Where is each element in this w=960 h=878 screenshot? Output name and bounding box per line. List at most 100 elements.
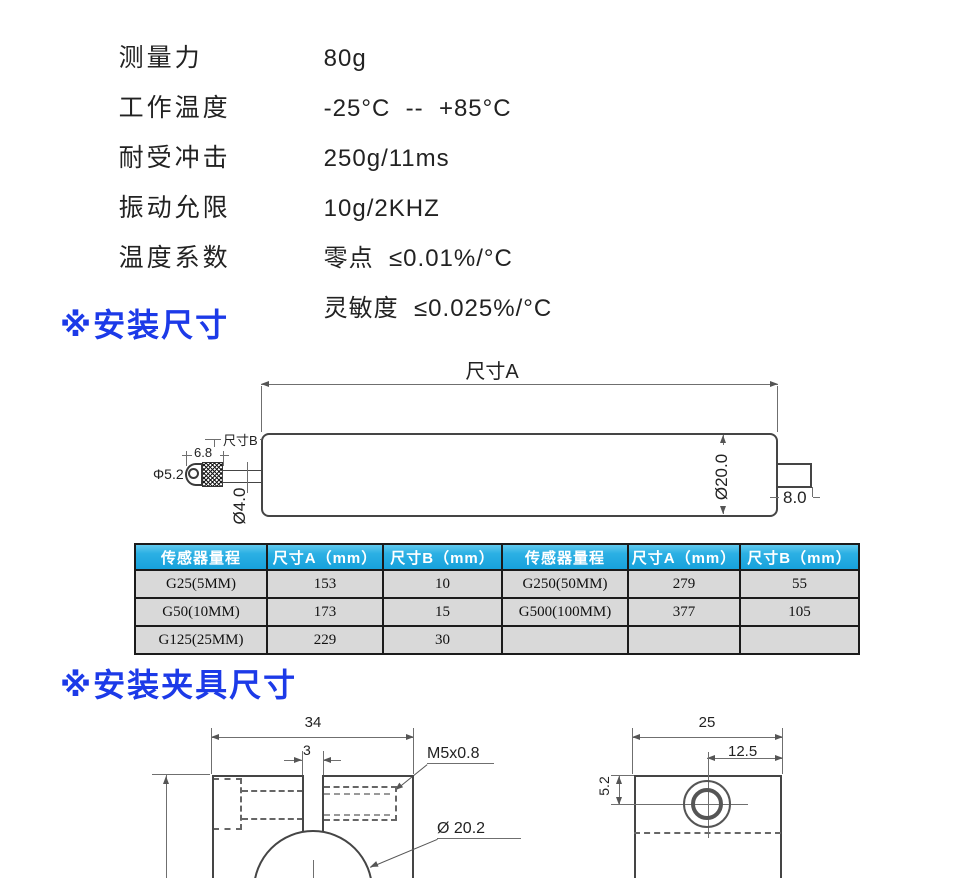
- dim-arrow-icon: [632, 734, 640, 740]
- dim-tick: [812, 487, 813, 497]
- thread-line: [324, 814, 390, 816]
- extension-line: [152, 774, 210, 775]
- spec-value: 10g/2KHZ: [323, 195, 440, 222]
- table-cell: 105: [739, 597, 860, 627]
- extension-line: [323, 751, 324, 775]
- table-header-row: 传感器量程 尺寸A（mm） 尺寸B（mm） 传感器量程 尺寸A（mm） 尺寸B（…: [134, 543, 860, 571]
- table-header-cell: 尺寸B（mm）: [739, 543, 860, 571]
- thread-line: [324, 793, 390, 795]
- tip-length-label: 6.8: [194, 445, 213, 460]
- spec-label: 工作温度: [118, 94, 231, 122]
- dim-b-label: 尺寸B: [221, 430, 260, 449]
- bore-callout-label: Ø 20.2: [437, 820, 486, 837]
- extension-line: [632, 728, 633, 774]
- block-left-edge: [212, 775, 214, 878]
- table-cell: G25(5MM): [134, 569, 268, 599]
- spec-row: 温度系数零点 ≤0.01%/°C: [92, 220, 513, 292]
- hole-offset-x-label: 12.5: [728, 743, 758, 760]
- plate-right-edge: [780, 775, 782, 878]
- dim-line: [619, 776, 620, 805]
- spec-label: 测量力: [118, 44, 203, 72]
- table-cell: G500(100MM): [501, 597, 629, 627]
- table-cell: 15: [382, 597, 503, 627]
- table-cell: 377: [627, 597, 741, 627]
- slot-edge: [302, 775, 304, 832]
- hidden-hole: [242, 790, 303, 820]
- block-right-edge: [412, 775, 414, 878]
- stub-length-label: 8.0: [783, 488, 807, 507]
- spec-label: 振动允限: [118, 194, 231, 222]
- bore-centerline: [313, 860, 314, 878]
- spec-value: 灵敏度 ≤0.025%/°C: [323, 295, 553, 322]
- dim-arrow-icon: [775, 734, 783, 740]
- dim-arrow-icon: [406, 734, 414, 740]
- table-row: G50(10MM) 173 15 G500(100MM) 377 105: [134, 597, 860, 627]
- spec-label: 耐受冲击: [118, 144, 231, 172]
- probe-tip-ball: [188, 468, 199, 479]
- table-cell: 55: [739, 569, 860, 599]
- table-cell: 229: [266, 625, 384, 655]
- clamp-width-label: 34: [304, 714, 322, 731]
- slot-edge: [322, 775, 324, 832]
- leader-arrow-icon: [368, 861, 379, 870]
- table-row: G125(25MM) 229 30: [134, 625, 860, 655]
- extension-line: [777, 386, 778, 432]
- dim-a-label: 尺寸A: [465, 361, 519, 383]
- slot-width-label: 3: [303, 742, 311, 758]
- dim-b-tick: [214, 439, 215, 447]
- dim-line: [707, 758, 783, 759]
- table-cell: [627, 625, 741, 655]
- table-cell: 10: [382, 569, 503, 599]
- table-cell: 173: [266, 597, 384, 627]
- dim-tick: [223, 451, 224, 466]
- dim-arrow-icon: [775, 755, 783, 761]
- extension-line: [261, 386, 262, 432]
- probe-rod: [222, 470, 263, 483]
- body-diameter-label: Ø20.0: [709, 445, 735, 509]
- spec-value: 80g: [323, 45, 367, 72]
- dim-dash: [220, 455, 229, 456]
- hidden-step-line: [634, 832, 781, 834]
- table-header-cell: 传感器量程: [134, 543, 268, 571]
- dim-arrow-icon: [323, 757, 331, 763]
- table-header-cell: 尺寸A（mm）: [627, 543, 741, 571]
- dim-tick: [186, 451, 187, 466]
- knurl-section: [202, 462, 223, 487]
- rod-extension-line: [247, 462, 248, 493]
- extension-line: [302, 751, 303, 775]
- dim-arrow-icon: [261, 381, 269, 387]
- tip-diameter-label: Φ5.2: [153, 466, 184, 482]
- spec-row: 测量力 80g: [92, 20, 367, 92]
- dim-a-line: [261, 384, 778, 385]
- table-row: G25(5MM) 153 10 G250(50MM) 279 55: [134, 569, 860, 599]
- dim-arrow-icon: [616, 776, 622, 784]
- spec-row: 振动允限 10g/2KHZ: [92, 170, 440, 242]
- extension-line: [413, 728, 414, 774]
- leader-line: [370, 838, 438, 868]
- rear-stub: [774, 463, 812, 488]
- block-top-edge: [212, 775, 303, 777]
- section-title-mounting: ※安装尺寸: [60, 307, 230, 343]
- table-cell: G125(25MM): [134, 625, 268, 655]
- callout-underline: [437, 838, 521, 839]
- dim-dash: [182, 455, 192, 456]
- spec-value: -25°C -- +85°C: [323, 95, 512, 122]
- dim-arrow-icon: [707, 755, 715, 761]
- table-header-cell: 尺寸B（mm）: [382, 543, 503, 571]
- dim-dash: [813, 497, 820, 498]
- dim-arrow-icon: [616, 797, 622, 805]
- spec-value: 250g/11ms: [323, 145, 450, 172]
- table-cell: [501, 625, 629, 655]
- plate-left-edge: [634, 775, 636, 878]
- block-top-edge: [322, 775, 414, 777]
- hidden-tapped-hole: [324, 786, 397, 821]
- table-header-cell: 传感器量程: [501, 543, 629, 571]
- dim-line: [323, 760, 341, 761]
- dim-line: [284, 760, 302, 761]
- sensor-body-outline: [261, 433, 778, 517]
- dim-line: [211, 737, 414, 738]
- dim-line: [632, 737, 783, 738]
- spec-row: 灵敏度 ≤0.025%/°C: [92, 270, 552, 341]
- table-cell: 153: [266, 569, 384, 599]
